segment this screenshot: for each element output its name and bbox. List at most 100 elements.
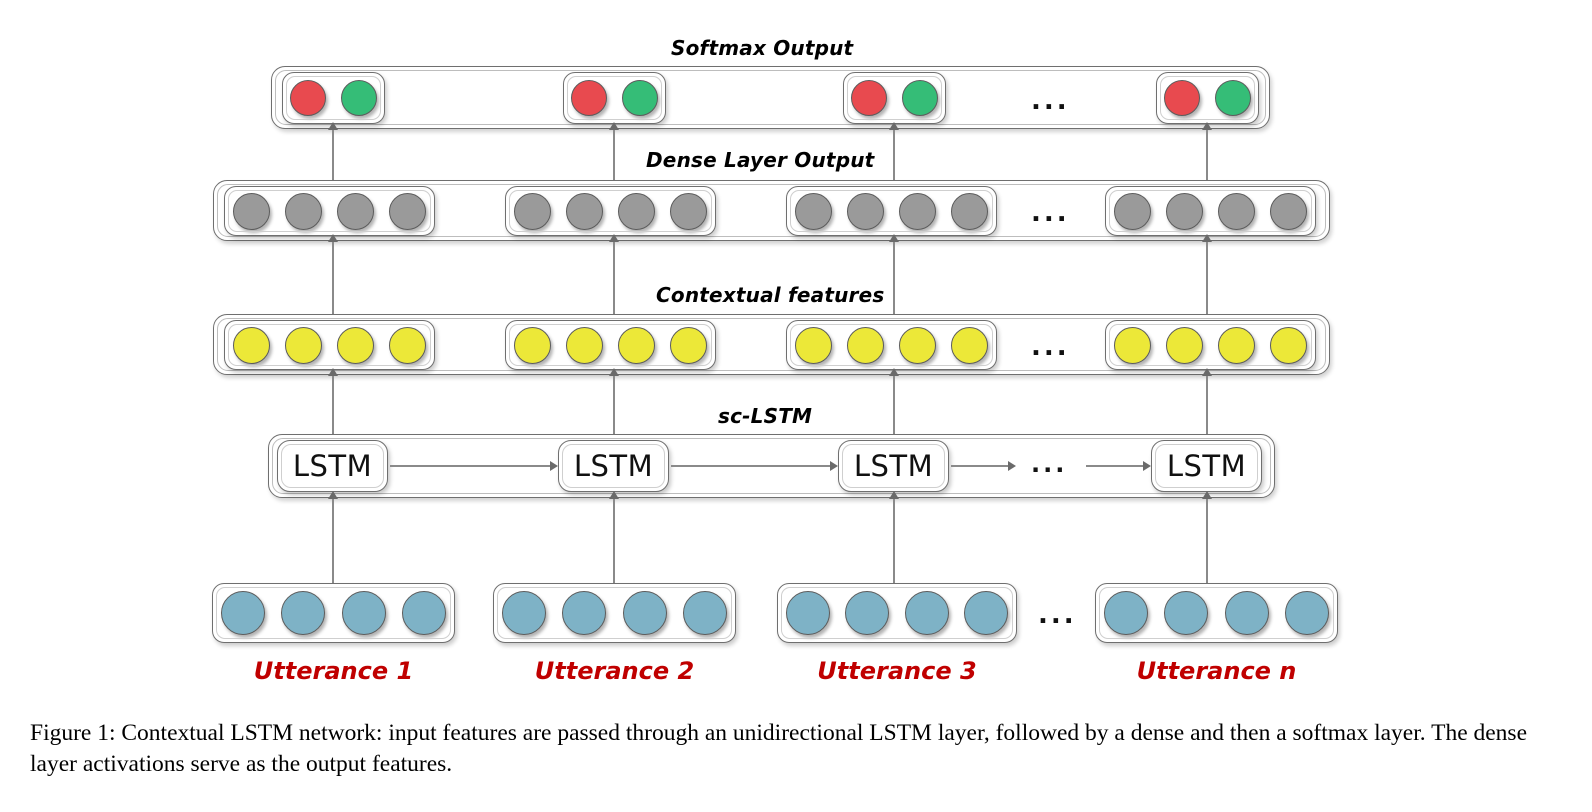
connector-lstm-to-contextual-1 (328, 368, 338, 437)
input-node (622, 591, 667, 635)
input-node (785, 591, 830, 635)
contextual-node (899, 326, 937, 364)
connector-lstm-to-contextual-2 (609, 368, 619, 437)
contextual-node (1113, 326, 1151, 364)
softmax-output-label: Softmax Output (671, 36, 854, 60)
input-row-ellipsis: ... (1038, 600, 1077, 630)
contextual-node (951, 326, 989, 364)
contextual-features-label: Contextual features (656, 283, 885, 307)
input-node (562, 591, 607, 635)
softmax-node-positive (901, 80, 938, 116)
dense-node (565, 192, 603, 230)
recurrent-arrow-2-to-3 (671, 461, 838, 471)
input-node (221, 591, 266, 635)
contextual-node (232, 326, 270, 364)
dense-layer-output-label: Dense Layer Output (646, 148, 875, 172)
sc-lstm-label: sc-LSTM (718, 404, 813, 428)
dense-row-ellipsis: ... (1031, 198, 1070, 228)
contextual-node (565, 326, 603, 364)
dense-node (1218, 192, 1256, 230)
contextual-group-utterance-n[interactable] (1105, 320, 1316, 370)
input-node (964, 591, 1009, 635)
connector-dense-to-softmax-n (1202, 122, 1212, 182)
dense-node (232, 192, 270, 230)
connector-contextual-to-dense-2 (609, 234, 619, 316)
softmax-group-utterance-n[interactable] (1156, 72, 1259, 124)
contextual-node (389, 326, 427, 364)
connector-input-to-lstm-1 (328, 491, 338, 586)
input-group-utterance-n[interactable] (1095, 583, 1338, 643)
sc-lstm-row-ellipsis: ... (1031, 450, 1068, 478)
lstm-cell-utterance-1[interactable]: LSTM (277, 440, 388, 492)
softmax-node-negative (851, 80, 888, 116)
contextual-node (513, 326, 551, 364)
dense-node (899, 192, 937, 230)
softmax-group-utterance-1[interactable] (282, 72, 385, 124)
contextual-row-ellipsis: ... (1031, 332, 1070, 362)
dense-group-utterance-1[interactable] (224, 186, 435, 236)
contextual-node (337, 326, 375, 364)
utterance-label-n: Utterance n (1136, 657, 1297, 685)
softmax-row-ellipsis: ... (1031, 86, 1070, 116)
softmax-group-utterance-3[interactable] (843, 72, 946, 124)
softmax-output-band (271, 66, 1270, 129)
connector-input-to-lstm-2 (609, 491, 619, 586)
connector-input-to-lstm-n (1202, 491, 1212, 586)
dense-node (1270, 192, 1308, 230)
softmax-node-positive (1214, 80, 1251, 116)
contextual-group-utterance-1[interactable] (224, 320, 435, 370)
contextual-node (618, 326, 656, 364)
recurrent-arrow-1-to-2 (390, 461, 558, 471)
dense-node (1113, 192, 1151, 230)
softmax-node-positive (340, 80, 377, 116)
connector-contextual-to-dense-3 (889, 234, 899, 316)
input-node (281, 591, 326, 635)
dense-group-utterance-3[interactable] (786, 186, 997, 236)
dense-node (284, 192, 322, 230)
contextual-node (1165, 326, 1203, 364)
input-node (682, 591, 727, 635)
lstm-cell-utterance-3[interactable]: LSTM (838, 440, 949, 492)
dense-node (513, 192, 551, 230)
figure-caption: Figure 1: Contextual LSTM network: input… (30, 720, 1528, 777)
utterance-label-3: Utterance 3 (817, 657, 977, 685)
input-node (845, 591, 890, 635)
input-node (904, 591, 949, 635)
contextual-node (284, 326, 322, 364)
softmax-node-negative (1164, 80, 1201, 116)
softmax-node-negative (571, 80, 608, 116)
dense-group-utterance-n[interactable] (1105, 186, 1316, 236)
connector-input-to-lstm-3 (889, 491, 899, 586)
input-group-utterance-3[interactable] (777, 583, 1017, 643)
input-group-utterance-2[interactable] (493, 583, 736, 643)
input-group-utterance-1[interactable] (212, 583, 455, 643)
contextual-node (670, 326, 708, 364)
dense-node (618, 192, 656, 230)
softmax-group-utterance-2[interactable] (563, 72, 666, 124)
utterance-label-2: Utterance 2 (534, 657, 695, 685)
lstm-cell-utterance-2[interactable]: LSTM (558, 440, 669, 492)
dense-node (951, 192, 989, 230)
connector-lstm-to-contextual-n (1202, 368, 1212, 437)
connector-dense-to-softmax-2 (609, 122, 619, 182)
connector-dense-to-softmax-1 (328, 122, 338, 182)
lstm-cell-utterance-n[interactable]: LSTM (1151, 440, 1262, 492)
contextual-group-utterance-3[interactable] (786, 320, 997, 370)
input-node (1224, 591, 1269, 635)
connector-contextual-to-dense-n (1202, 234, 1212, 316)
contextual-node (1270, 326, 1308, 364)
utterance-label-1: Utterance 1 (253, 657, 414, 685)
contextual-group-utterance-2[interactable] (505, 320, 716, 370)
connector-lstm-to-contextual-3 (889, 368, 899, 437)
connector-contextual-to-dense-1 (328, 234, 338, 316)
dense-node (670, 192, 708, 230)
dense-group-utterance-2[interactable] (505, 186, 716, 236)
input-node (341, 591, 386, 635)
contextual-node (794, 326, 832, 364)
softmax-node-negative (290, 80, 327, 116)
softmax-node-positive (621, 80, 658, 116)
input-node (502, 591, 547, 635)
recurrent-arrow-3-to-ellipsis (951, 461, 1016, 471)
connector-dense-to-softmax-3 (889, 122, 899, 182)
